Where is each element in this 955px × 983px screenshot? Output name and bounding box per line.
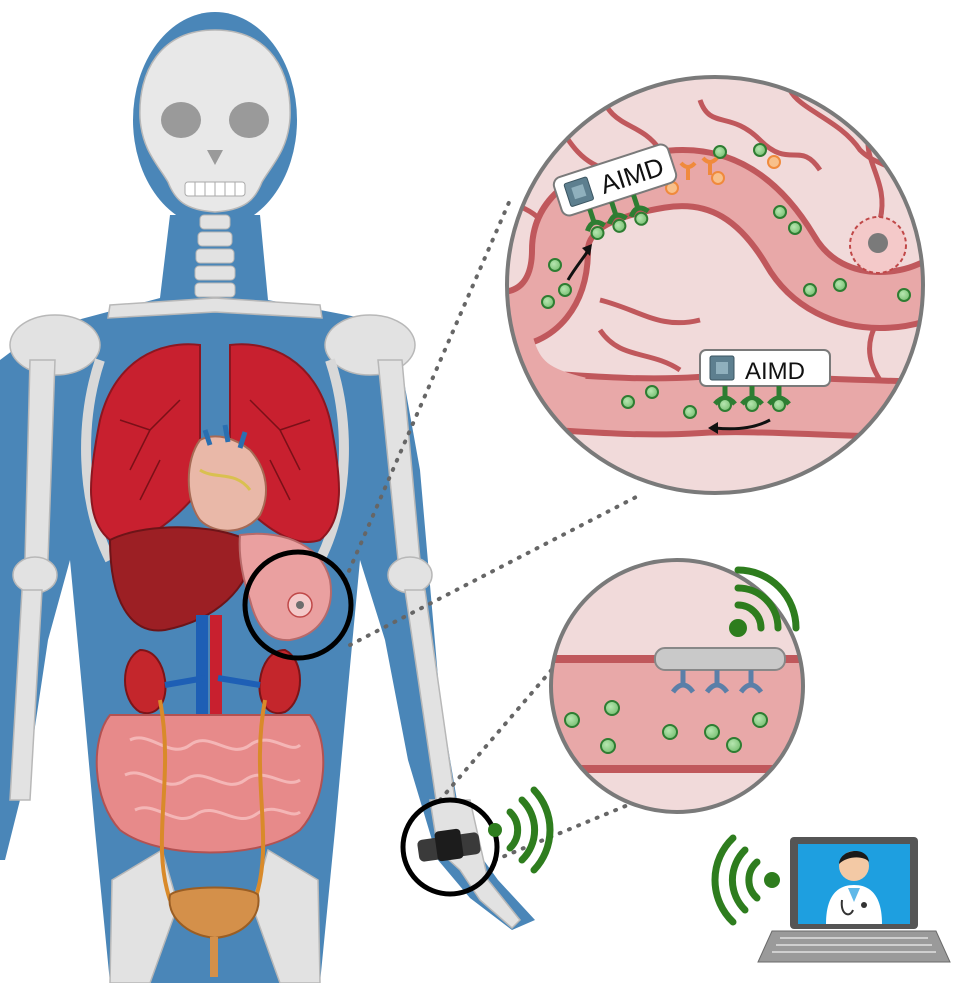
- chip-icon: [710, 356, 734, 380]
- laptop-icon: [758, 837, 950, 962]
- wearable-sensor-zoom: [540, 560, 820, 812]
- intestines: [97, 715, 324, 853]
- aimd-label-lower: AIMD: [745, 358, 805, 385]
- wireless-signal-icon: [715, 838, 780, 922]
- tumor-icon: [288, 593, 312, 617]
- urethra: [210, 937, 218, 977]
- spine: [195, 215, 235, 297]
- bloodstream-zoom: AIMD AIMD: [500, 77, 940, 493]
- tumor-icon: [850, 217, 906, 273]
- sensor-strip: [655, 648, 785, 670]
